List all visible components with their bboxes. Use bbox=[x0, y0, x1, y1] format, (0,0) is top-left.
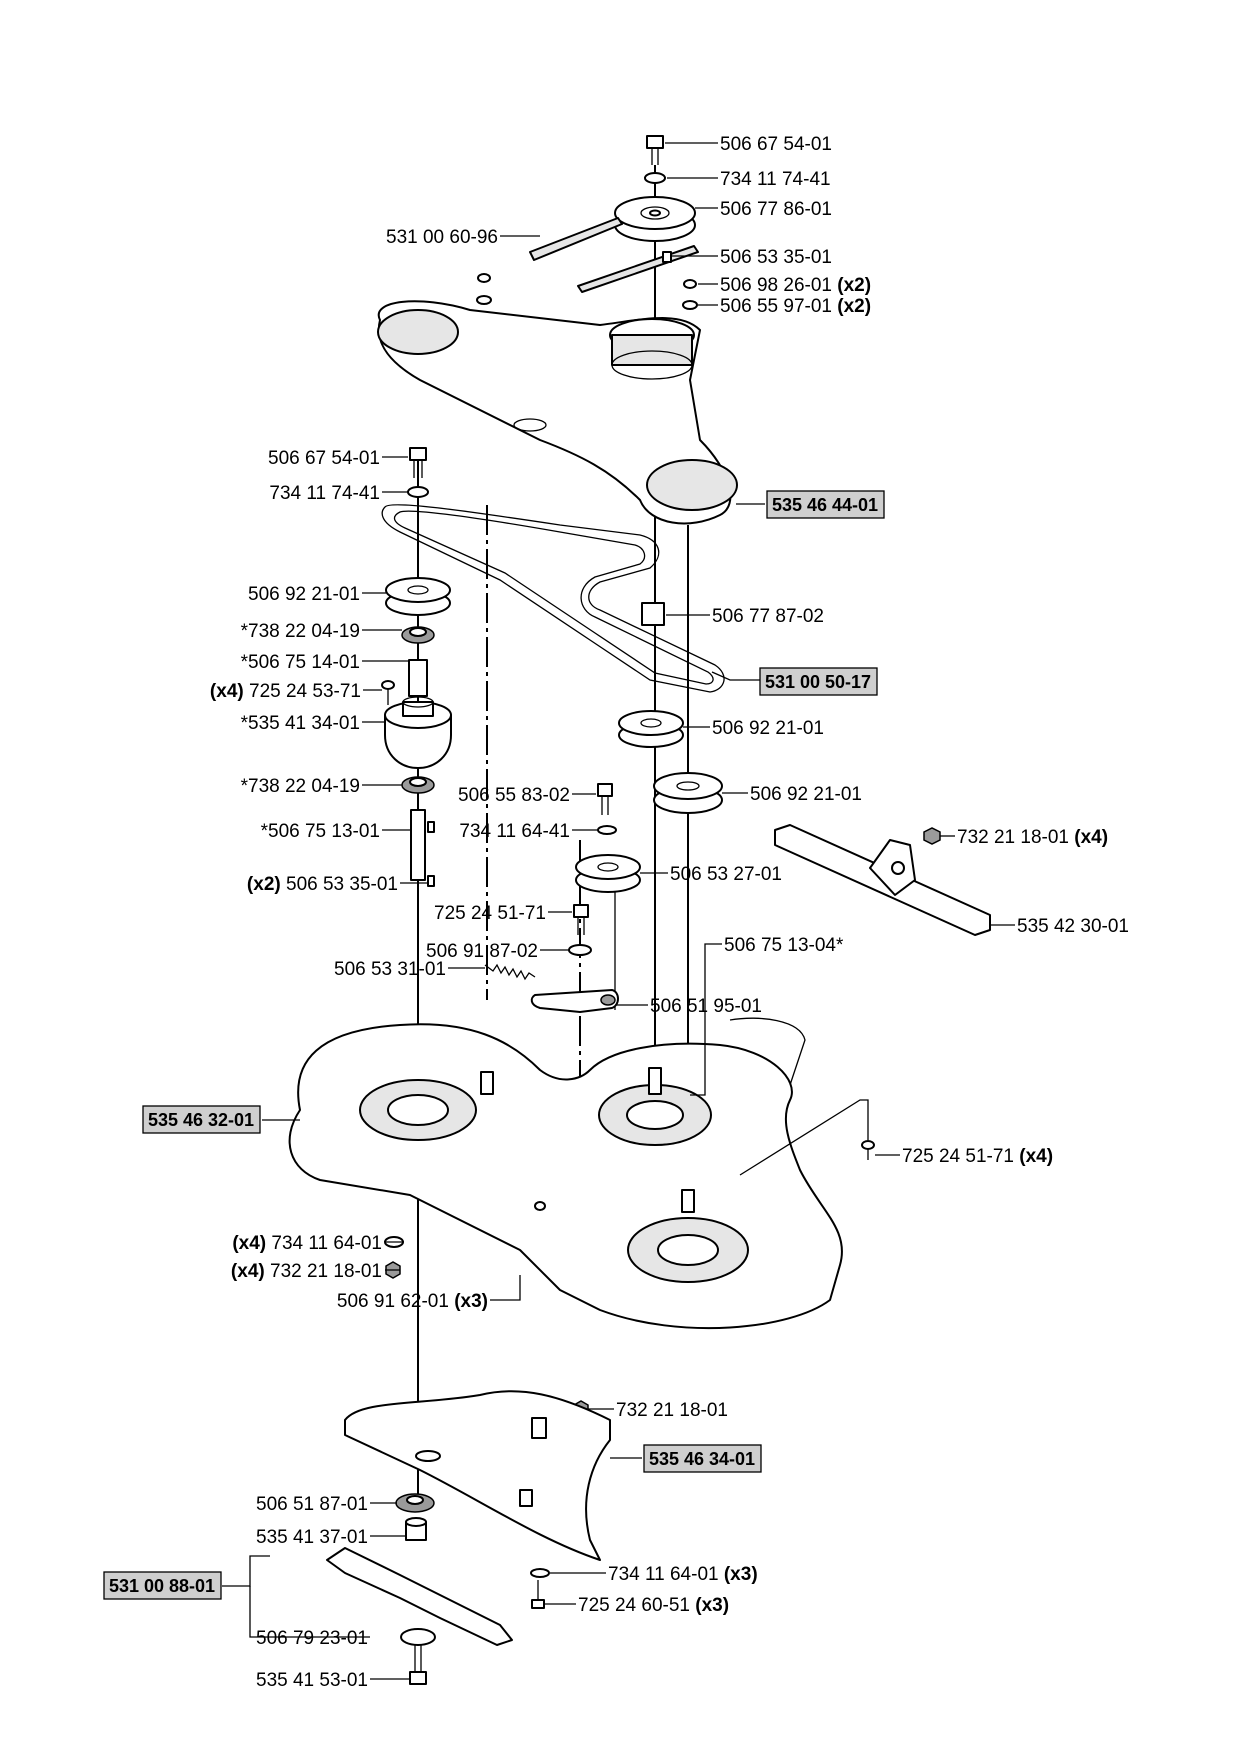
part-drawings bbox=[288, 135, 991, 1685]
idler-washer-icon bbox=[597, 825, 617, 835]
label-idler-pulley-2: 506 92 21-01 bbox=[750, 784, 862, 805]
label-spacer: 506 77 87-02 bbox=[712, 606, 824, 627]
left-bolt-icon bbox=[409, 447, 427, 478]
label-hub: 535 41 37-01 bbox=[256, 1527, 368, 1548]
label-spring: 506 53 31-01 bbox=[334, 959, 446, 980]
housing-screw-icon bbox=[381, 680, 395, 705]
label-top-washer: 734 11 74-41 bbox=[720, 169, 831, 190]
label-left-washer: 734 11 74-41 bbox=[269, 483, 380, 504]
baffle-washer-icon bbox=[530, 1568, 550, 1578]
baffle-screw-icon bbox=[531, 1580, 545, 1609]
label-left-bolt: 506 67 54-01 bbox=[268, 448, 380, 469]
label-top-pulley: 506 77 86-01 bbox=[720, 199, 832, 220]
label-shaft-key: (x2) 506 53 35-01 bbox=[247, 874, 398, 895]
label-baffle-washer: 734 11 64-01 (x3) bbox=[608, 1564, 758, 1585]
blade-set-label-box bbox=[103, 1571, 222, 1600]
label-long-belt: 531 00 50-17 bbox=[765, 672, 871, 692]
long-belt-icon bbox=[381, 504, 725, 693]
hub-icon bbox=[405, 1517, 427, 1541]
label-arm-screw: 725 24 51-71 bbox=[434, 903, 546, 924]
label-arm-washer: 506 91 87-02 bbox=[426, 941, 538, 962]
label-idler-pulley-1: 506 92 21-01 bbox=[712, 718, 824, 739]
label-deck-nut: (x4) 732 21 18-01 bbox=[231, 1261, 382, 1282]
label-blade-bolt: 535 41 53-01 bbox=[256, 1670, 368, 1691]
label-cover-screw: 506 98 26-01 (x2) bbox=[720, 275, 871, 296]
label-top-key: 506 53 35-01 bbox=[720, 247, 832, 268]
label-idler-arm: 506 51 95-01 bbox=[650, 996, 762, 1017]
arm-washer-icon bbox=[568, 944, 592, 956]
blade-bolt-icon bbox=[409, 1645, 427, 1685]
idler-arm-bushing-icon bbox=[600, 994, 616, 1006]
deck-label-box bbox=[142, 1105, 261, 1134]
label-blade-adapter: 506 51 87-01 bbox=[256, 1494, 368, 1515]
label-lower-bearing: *738 22 04-19 bbox=[241, 776, 360, 797]
label-left-pulley: 506 92 21-01 bbox=[248, 584, 360, 605]
leader-lines bbox=[222, 142, 1015, 1680]
idler-pulley-1-icon bbox=[618, 710, 684, 748]
top-bolt-icon bbox=[646, 135, 664, 165]
long-belt-label-box bbox=[759, 667, 878, 696]
idler-arm-icon bbox=[530, 989, 619, 1013]
label-shaft: *506 75 13-01 bbox=[261, 821, 380, 842]
label-top-bolt: 506 67 54-01 bbox=[720, 134, 832, 155]
label-idler-washer: 734 11 64-41 bbox=[459, 821, 570, 842]
label-idler-pulley-3: 506 53 27-01 bbox=[670, 864, 782, 885]
label-single-nut: 732 21 18-01 bbox=[616, 1400, 728, 1421]
label-spacer-tube: *506 75 14-01 bbox=[241, 652, 360, 673]
label-baffle: 535 46 34-01 bbox=[649, 1449, 755, 1469]
upper-bearing-icon bbox=[401, 626, 435, 644]
label-cover-washer: 506 55 97-01 (x2) bbox=[720, 296, 871, 317]
idler-pulley-3-icon bbox=[575, 854, 641, 893]
label-pin: 506 91 62-01 (x3) bbox=[337, 1291, 488, 1312]
label-idler-bolt: 506 55 83-02 bbox=[458, 785, 570, 806]
top-key-icon bbox=[662, 251, 672, 263]
top-pulley-icon bbox=[614, 196, 696, 242]
label-blade-washer: 506 79 23-01 bbox=[256, 1628, 368, 1649]
blade-icon bbox=[326, 1547, 513, 1646]
left-washer-icon bbox=[407, 486, 429, 498]
label-deck-screw: 725 24 51-71 (x4) bbox=[902, 1146, 1053, 1167]
label-bracket: 535 42 30-01 bbox=[1017, 916, 1129, 937]
part-labels: 506 67 54-01 734 11 74-41 506 77 86-01 5… bbox=[103, 134, 1129, 1691]
baffle-label-box bbox=[643, 1444, 762, 1473]
top-washer-icon bbox=[644, 172, 666, 184]
label-housing-screw: (x4) 725 24 53-71 bbox=[210, 681, 361, 702]
bracket-icon bbox=[774, 824, 991, 936]
label-bracket-nut: 732 21 18-01 (x4) bbox=[957, 827, 1108, 848]
shaft-icon bbox=[410, 809, 435, 887]
idler-pulley-2-icon bbox=[653, 772, 723, 814]
spindle-housing-icon bbox=[384, 696, 452, 769]
label-cover: 535 46 44-01 bbox=[772, 495, 878, 515]
label-short-belt: 531 00 60-96 bbox=[386, 227, 498, 248]
mower-deck-icon bbox=[288, 1017, 843, 1330]
baffle-icon bbox=[344, 1390, 611, 1561]
left-pulley-icon bbox=[385, 577, 451, 616]
deck-screw-icon bbox=[861, 1140, 875, 1160]
label-deck-washer: (x4) 734 11 64-01 bbox=[232, 1233, 382, 1254]
pin-icon bbox=[534, 1201, 546, 1211]
spacer-tube-icon bbox=[408, 659, 428, 697]
label-upper-bearing: *738 22 04-19 bbox=[241, 621, 360, 642]
spacer-icon bbox=[641, 602, 665, 626]
blade-washer-icon bbox=[400, 1628, 436, 1646]
idler-bolt-icon bbox=[597, 783, 613, 815]
arm-screw-icon bbox=[573, 904, 589, 935]
bracket-nut-icon bbox=[923, 827, 941, 845]
label-spindle-housing: *535 41 34-01 bbox=[241, 713, 360, 734]
belt-cover-icon bbox=[377, 300, 738, 525]
label-blade-set: 531 00 88-01 bbox=[109, 1576, 215, 1596]
blade-adapter-icon bbox=[395, 1493, 435, 1513]
label-shaft-right: 506 75 13-04* bbox=[724, 935, 844, 956]
label-deck: 535 46 32-01 bbox=[148, 1110, 254, 1130]
cover-label-box bbox=[766, 490, 885, 519]
label-baffle-screw: 725 24 60-51 (x3) bbox=[578, 1595, 729, 1616]
lower-bearing-icon bbox=[401, 776, 435, 794]
spring-icon bbox=[484, 963, 536, 981]
